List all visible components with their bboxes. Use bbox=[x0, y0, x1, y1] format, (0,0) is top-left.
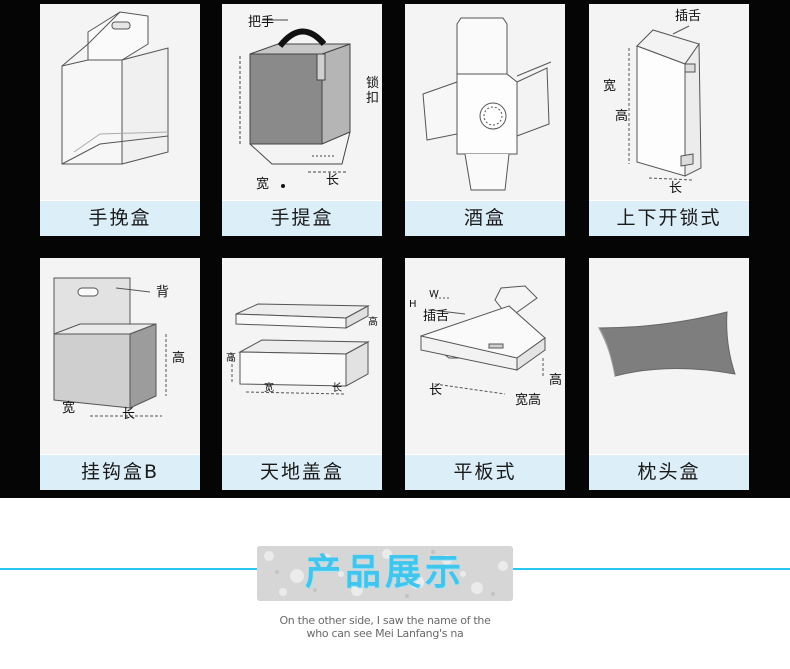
section-subtitle-line-1: On the other side, I saw the name of the bbox=[279, 614, 491, 627]
label-width: 宽 bbox=[62, 401, 76, 416]
product-caption: 上下开锁式 bbox=[589, 201, 749, 236]
product-caption: 枕头盒 bbox=[589, 455, 749, 490]
label-base-height: 高 bbox=[226, 353, 236, 364]
product-card-wine-box[interactable]: 酒盒 bbox=[405, 4, 565, 236]
label-tuck-tongue: 插舌 bbox=[423, 309, 450, 324]
label-height: 高 bbox=[615, 109, 629, 124]
label-height: 高 bbox=[172, 351, 186, 366]
label-length: 长 bbox=[326, 173, 340, 188]
label-tuck-tongue: 插舌 bbox=[675, 9, 702, 24]
product-image-carry-box: 把手 锁扣 宽 长 bbox=[222, 4, 382, 200]
product-card-flat-box[interactable]: W H 插舌 高 长 宽高 平板式 bbox=[405, 258, 565, 490]
label-height: 高 bbox=[549, 373, 563, 388]
label-h: H bbox=[409, 299, 417, 310]
label-length: 长 bbox=[429, 383, 443, 398]
section-title: 产品展示 bbox=[304, 552, 465, 593]
product-card-tuck-end-box[interactable]: 插舌 宽 高 长 上下开锁式 bbox=[589, 4, 749, 236]
label-width: 宽 bbox=[603, 79, 617, 94]
section-subtitle-line-2: who can see Mei Lanfang's na bbox=[306, 627, 464, 640]
label-width-height: 宽高 bbox=[515, 393, 542, 408]
product-caption: 平板式 bbox=[405, 455, 565, 490]
product-caption: 挂钩盒B bbox=[40, 455, 200, 490]
product-image-handle-box bbox=[40, 4, 200, 200]
section-divider-left bbox=[0, 568, 257, 570]
texture-pattern bbox=[257, 546, 513, 601]
label-length: 长 bbox=[669, 181, 683, 196]
product-image-pillow-box bbox=[589, 258, 749, 454]
label-length: 长 bbox=[122, 407, 136, 422]
section-title-banner: 产品展示 bbox=[257, 546, 513, 601]
label-lock: 锁扣 bbox=[366, 76, 380, 106]
product-card-hang-tab-box[interactable]: 背 高 宽 长 挂钩盒B bbox=[40, 258, 200, 490]
section-divider-right bbox=[513, 568, 790, 570]
label-length: 长 bbox=[332, 383, 342, 394]
product-card-pillow-box[interactable]: 枕头盒 bbox=[589, 258, 749, 490]
product-image-tuck-end-box: 插舌 宽 高 长 bbox=[589, 4, 749, 200]
product-caption: 手提盒 bbox=[222, 201, 382, 236]
product-card-carry-box[interactable]: 把手 锁扣 宽 长 手提盒 bbox=[222, 4, 382, 236]
product-caption: 天地盖盒 bbox=[222, 455, 382, 490]
product-image-flat-box: W H 插舌 高 长 宽高 bbox=[405, 258, 565, 454]
product-card-lid-base-box[interactable]: 高 高 宽 长 天地盖盒 bbox=[222, 258, 382, 490]
label-width: 宽 bbox=[256, 177, 270, 192]
product-caption: 酒盒 bbox=[405, 201, 565, 236]
product-image-lid-base-box: 高 高 宽 长 bbox=[222, 258, 382, 454]
product-caption: 手挽盒 bbox=[40, 201, 200, 236]
label-back: 背 bbox=[156, 285, 170, 300]
label-w: W bbox=[429, 289, 439, 300]
product-card-handle-box[interactable]: 手挽盒 bbox=[40, 4, 200, 236]
product-image-wine-box bbox=[405, 4, 565, 200]
label-width: 宽 bbox=[264, 383, 274, 394]
label-lid-height: 高 bbox=[368, 317, 378, 328]
product-image-hang-tab-box: 背 高 宽 长 bbox=[40, 258, 200, 454]
label-handle: 把手 bbox=[248, 15, 275, 30]
